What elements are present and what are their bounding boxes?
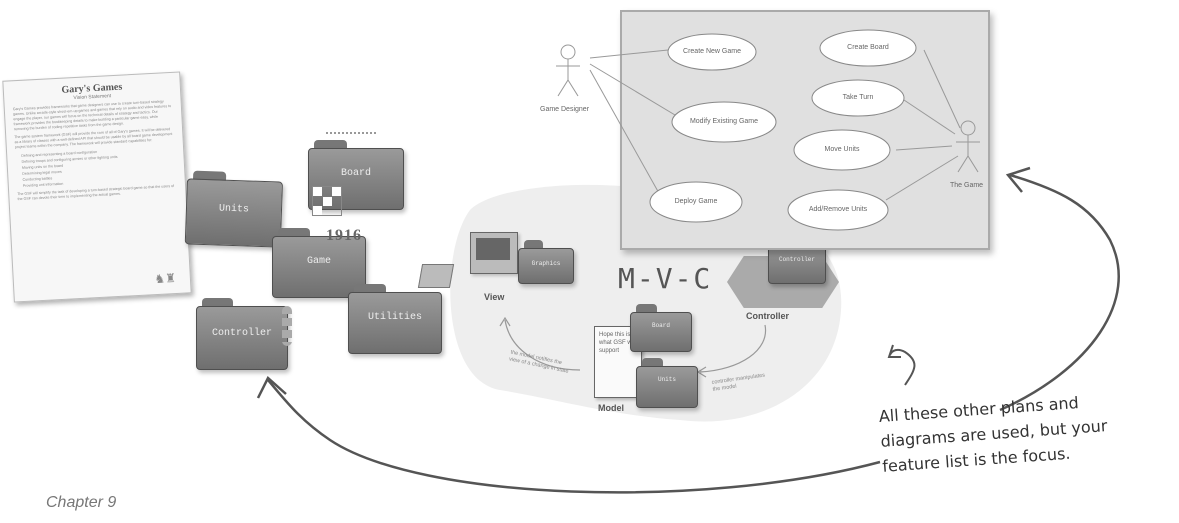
folder-game-label: Game	[306, 256, 331, 267]
usecase-label: Modify Existing Game	[689, 118, 759, 125]
usecase-label: Move Units	[824, 146, 860, 153]
usecase-create-board	[819, 29, 917, 67]
usecase-label: Add/Remove Units	[808, 206, 868, 213]
folder-controller-label: Controller	[211, 328, 272, 339]
folder-units-mini: Units	[636, 358, 698, 408]
year-label: 1916	[326, 227, 362, 244]
usecase-add-remove-units	[787, 189, 889, 231]
board-squiggle	[326, 132, 376, 142]
usecase-label: Deploy Game	[674, 198, 718, 205]
folder-controller-mini-label: Controller	[778, 256, 815, 263]
computer-icon	[470, 232, 518, 274]
mvc-title: M-V-C	[618, 262, 713, 295]
folder-graphics-label: Graphics	[531, 260, 561, 267]
board-grid-icon	[312, 186, 342, 216]
folder-utilities-label: Utilities	[367, 312, 422, 323]
usecase-modify-existing-game	[671, 101, 777, 143]
usecase-label: Create New Game	[683, 48, 741, 55]
folder-utilities: Utilities	[348, 264, 455, 354]
folder-board-mini: Board	[630, 304, 692, 352]
buttons-icon	[282, 306, 292, 346]
chapter-footer: Chapter 9	[46, 494, 117, 511]
model-label: Model	[598, 403, 624, 413]
usecase-deploy-game	[649, 181, 743, 223]
view-label: View	[484, 292, 505, 302]
folder-graphics: Graphics	[518, 240, 574, 284]
arrow-to-usecase	[999, 173, 1120, 412]
usecase-move-units	[793, 129, 891, 171]
folder-board-label: Board	[340, 168, 371, 179]
usecase-label: Create Board	[847, 44, 889, 51]
usecase-create-new-game	[667, 33, 757, 71]
usecase-take-turn	[811, 79, 905, 117]
arrow-to-controller	[267, 379, 881, 494]
controller-label: Controller	[746, 311, 790, 321]
folder-units-mini-label: Units	[657, 376, 676, 383]
folder-board: Board	[308, 132, 404, 210]
folder-controller-mini: Controller	[768, 236, 826, 284]
actor-game-designer: Game Designer	[540, 106, 590, 113]
folder-board-mini-label: Board	[651, 322, 670, 329]
folder-game: Game	[272, 228, 366, 298]
usecase-label: Take Turn	[842, 94, 874, 101]
folder-controller: Controller	[196, 298, 292, 370]
actor-the-game: The Game	[950, 182, 984, 189]
model-note-text: Hope this is what GSF will support	[599, 332, 636, 354]
